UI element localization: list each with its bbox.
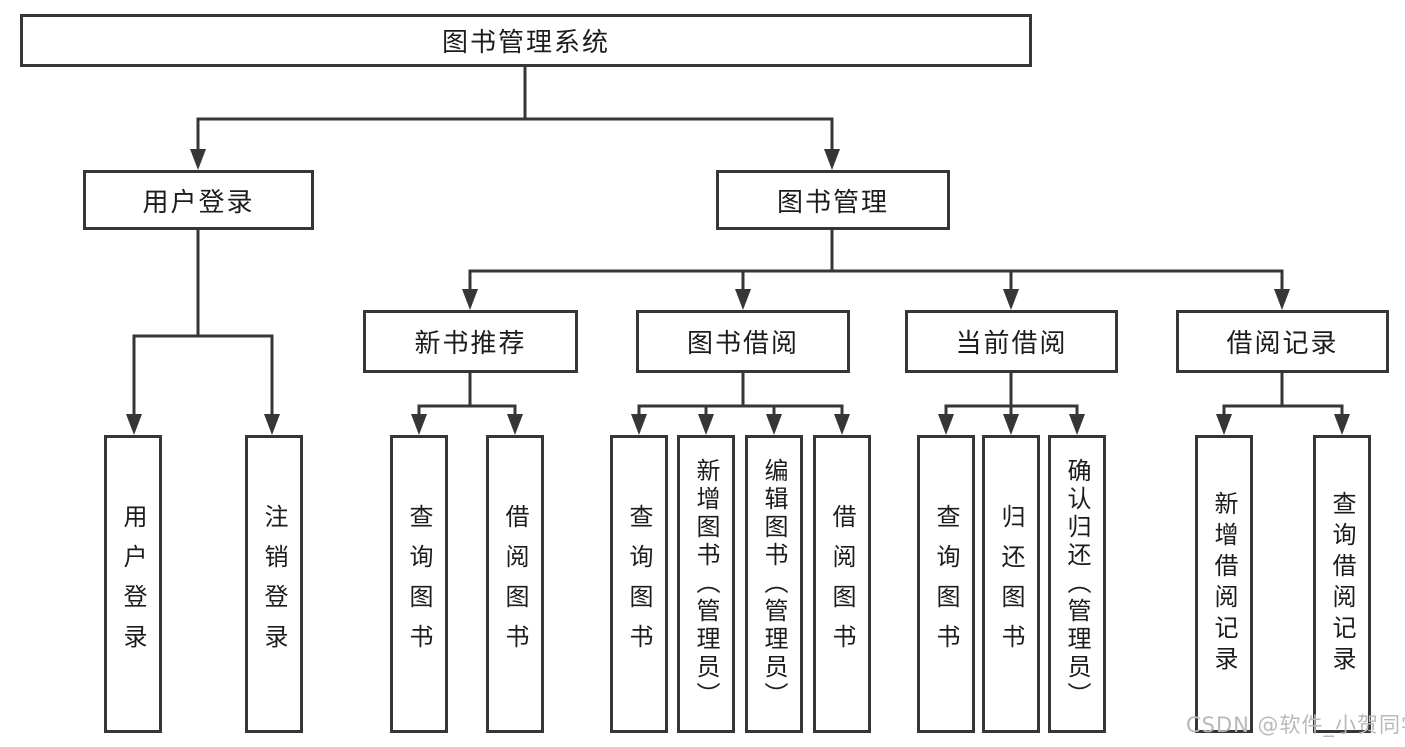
leaf-query-borrow-record: 查询借阅记录 (1313, 435, 1371, 733)
leaf-label: 确认归还（管理员） (1063, 458, 1091, 710)
node-new-book-recommendation: 新书推荐 (363, 310, 578, 373)
leaf-label: 查询图书 (405, 504, 433, 664)
arrowhead (1003, 414, 1019, 435)
leaf-label: 编辑图书（管理员） (760, 458, 788, 710)
leaf-borrow-books: 借阅图书 (813, 435, 871, 733)
arrowhead (1003, 289, 1019, 310)
connector-borrow-to-leaves (637, 373, 844, 417)
node-book-management: 图书管理 (716, 170, 950, 230)
leaf-return-books: 归还图书 (982, 435, 1040, 733)
node-book-borrowing: 图书借阅 (636, 310, 850, 373)
leaf-label: 归还图书 (997, 504, 1025, 664)
arrowhead (411, 414, 427, 435)
node-label: 用户登录 (142, 187, 255, 218)
leaf-edit-books-admin: 编辑图书（管理员） (745, 435, 803, 733)
arrowhead (126, 414, 142, 435)
arrowhead (824, 149, 840, 170)
connector-records-to-leaves (1222, 373, 1344, 417)
node-label: 图书借阅 (686, 329, 799, 359)
leaf-label: 查询图书 (625, 504, 653, 664)
leaf-label: 查询图书 (932, 504, 960, 664)
leaf-query-books-recommend: 查询图书 (390, 435, 448, 733)
node-user-login: 用户登录 (83, 170, 314, 230)
node-label: 借阅记录 (1226, 329, 1339, 359)
arrowhead (631, 414, 647, 435)
arrowhead (834, 414, 850, 435)
arrowhead (938, 414, 954, 435)
connector-management-to-level3 (468, 230, 1284, 292)
arrowhead (1274, 289, 1290, 310)
leaf-label: 新增图书（管理员） (692, 458, 720, 710)
arrowhead (766, 414, 782, 435)
connector-lines (132, 67, 1344, 417)
leaf-label: 注销登录 (260, 504, 288, 664)
arrowhead (264, 414, 280, 435)
arrowhead (1334, 414, 1350, 435)
leaf-confirm-return-admin: 确认归还（管理员） (1048, 435, 1106, 733)
arrowhead (735, 289, 751, 310)
node-borrowing-records: 借阅记录 (1176, 310, 1389, 373)
arrowhead (1216, 414, 1232, 435)
arrowhead (698, 414, 714, 435)
leaf-label: 借阅图书 (501, 504, 529, 664)
node-label: 新书推荐 (414, 329, 527, 359)
arrowheads (126, 149, 1350, 435)
leaf-label: 查询借阅记录 (1328, 491, 1356, 677)
node-label: 当前借阅 (955, 329, 1068, 359)
csdn-watermark: CSDN @软件_小贺同学 (1186, 713, 1405, 737)
node-label: 图书管理 (776, 187, 889, 218)
connector-current-to-leaves (944, 373, 1079, 417)
node-library-management-system: 图书管理系统 (20, 14, 1032, 67)
leaf-label: 用户登录 (119, 504, 147, 664)
node-label: 图书管理系统 (441, 28, 610, 58)
connector-recommend-to-leaves (417, 373, 517, 417)
leaf-query-books-current: 查询图书 (917, 435, 975, 733)
connector-root-to-level2 (196, 67, 834, 152)
arrowhead (190, 149, 206, 170)
arrowhead (1069, 414, 1085, 435)
leaf-label: 借阅图书 (828, 504, 856, 664)
arrowhead (507, 414, 523, 435)
leaf-add-books-admin: 新增图书（管理员） (677, 435, 735, 733)
leaf-user-login: 用户登录 (104, 435, 162, 733)
arrowhead (462, 289, 478, 310)
connector-login-to-leaves (132, 230, 274, 417)
leaf-add-borrow-record: 新增借阅记录 (1195, 435, 1253, 733)
leaf-borrow-books-recommend: 借阅图书 (486, 435, 544, 733)
leaf-query-books-borrow: 查询图书 (610, 435, 668, 733)
node-current-borrowing: 当前借阅 (905, 310, 1118, 373)
leaf-label: 新增借阅记录 (1210, 491, 1238, 677)
leaf-logout: 注销登录 (245, 435, 303, 733)
